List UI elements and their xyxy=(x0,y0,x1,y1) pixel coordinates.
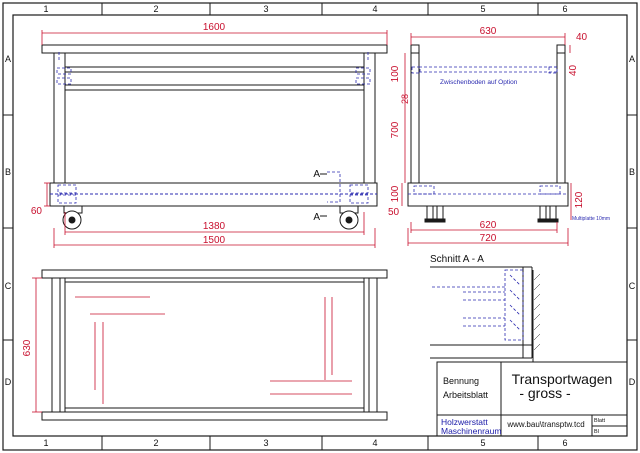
side-dimensions xyxy=(401,33,572,246)
dim-top-depth: 630 xyxy=(22,339,33,356)
dim-post-size-right: 40 xyxy=(568,64,579,76)
column-label-bottom-1: 1 xyxy=(43,438,48,448)
column-label-6: 6 xyxy=(562,4,567,14)
row-label-right-b: B xyxy=(629,167,635,177)
front-view xyxy=(41,44,388,207)
dim-base-height: 60 xyxy=(31,206,43,217)
title-block-label-sheet: Arbeitsblatt xyxy=(443,390,489,400)
workshop-line-1: Holzwerstatt xyxy=(441,417,488,427)
plate-note: Multiplatte 10mm xyxy=(572,216,610,222)
top-dimensions xyxy=(32,277,42,413)
column-label-4: 4 xyxy=(372,4,377,14)
dim-wheel-height: 120 xyxy=(574,191,585,208)
column-label-bottom-5: 5 xyxy=(480,438,485,448)
section-marker-a: A A xyxy=(313,169,341,223)
section-marker-top: A xyxy=(313,169,320,180)
column-label-bottom-3: 3 xyxy=(263,438,268,448)
section-view: Schnitt A - A xyxy=(430,254,541,362)
column-label-3: 3 xyxy=(263,4,268,14)
dim-total-width: 1600 xyxy=(203,22,226,33)
workshop-line-2: Maschinenraum xyxy=(441,426,501,436)
shelf-note: Zwischenboden auf Option xyxy=(440,79,518,86)
top-view-markings xyxy=(75,296,352,404)
title-block-label-name: Bennung xyxy=(443,376,479,386)
front-dimensions xyxy=(41,30,388,248)
dim-side-outer: 720 xyxy=(480,233,497,244)
dim-side-inner: 620 xyxy=(480,220,497,231)
side-view-wheels xyxy=(424,205,559,223)
top-view xyxy=(41,269,388,421)
drawing-subtitle: - gross - xyxy=(519,385,571,401)
dim-side-depth: 630 xyxy=(480,26,497,37)
row-label-c: C xyxy=(5,281,12,291)
dim-leg-height: 700 xyxy=(390,121,401,138)
sheet-label: Blatt xyxy=(594,418,605,424)
dim-inner-width: 1380 xyxy=(203,221,226,232)
row-label-d: D xyxy=(5,377,12,387)
column-label-1: 1 xyxy=(43,4,48,14)
side-view-hidden-lines xyxy=(408,66,568,195)
row-label-b: B xyxy=(5,167,11,177)
sheet-value: Bl xyxy=(594,429,599,435)
column-label-bottom-2: 2 xyxy=(153,438,158,448)
dim-post-size: 40 xyxy=(576,32,588,43)
dim-base-offset: 50 xyxy=(388,207,400,218)
title-block xyxy=(436,361,628,437)
file-name: www.bau\transptw.tcd xyxy=(506,420,584,429)
dim-outer-width: 1500 xyxy=(203,235,226,246)
front-wheel-right xyxy=(339,205,359,230)
row-label-right-d: D xyxy=(629,377,636,387)
row-label-a: A xyxy=(5,54,11,64)
column-label-bottom-4: 4 xyxy=(372,438,377,448)
row-label-right-a: A xyxy=(629,54,635,64)
dim-base-height-side: 100 xyxy=(390,185,401,202)
dim-shelf-height: 100 xyxy=(390,65,401,82)
section-marker-bottom: A xyxy=(313,212,320,223)
front-view-hidden-lines xyxy=(56,52,371,204)
drawing-title: Transportwagen xyxy=(512,371,613,387)
section-title: Schnitt A - A xyxy=(430,254,484,265)
side-view xyxy=(407,44,569,207)
front-wheel-left xyxy=(62,205,83,230)
column-label-5: 5 xyxy=(480,4,485,14)
dim-shelf-offset: 28 xyxy=(400,94,410,104)
row-label-right-c: C xyxy=(629,281,636,291)
column-label-2: 2 xyxy=(153,4,158,14)
column-label-bottom-6: 6 xyxy=(562,438,567,448)
